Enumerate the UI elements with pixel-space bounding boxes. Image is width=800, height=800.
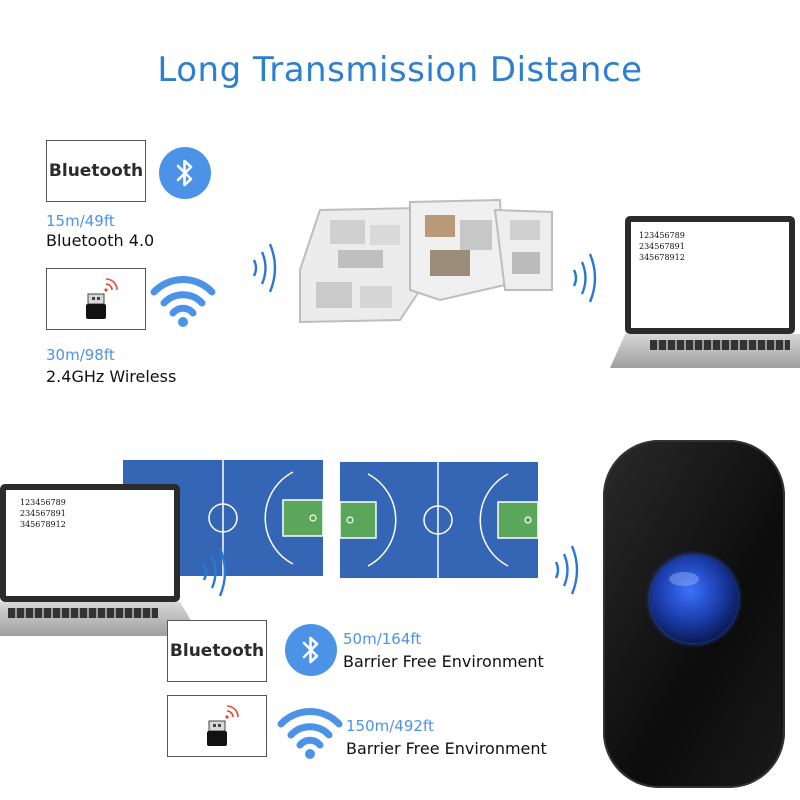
usb-dongle-box	[46, 268, 146, 330]
bluetooth-label-box: Bluetooth	[167, 620, 267, 682]
bluetooth-environment: Barrier Free Environment	[343, 652, 544, 671]
bluetooth-version: Bluetooth 4.0	[46, 231, 155, 250]
wireless-distance: 30m/98ft	[46, 346, 115, 364]
page-title: Long Transmission Distance	[157, 50, 643, 90]
wifi-icon	[277, 708, 343, 759]
barcode-scanner-image	[603, 440, 785, 788]
wifi-icon	[150, 276, 216, 327]
screen-line: 345678912	[20, 520, 66, 529]
screen-line: 123456789	[639, 231, 685, 240]
signal-waves-icon	[252, 243, 277, 293]
screen-line: 123456789	[20, 498, 66, 507]
basketball-court-image	[340, 462, 538, 578]
screen-line: 234567891	[20, 509, 66, 518]
usb-dongle-icon	[207, 705, 239, 746]
bluetooth-icon	[285, 624, 337, 676]
bluetooth-icon	[159, 147, 211, 199]
laptop-keyboard	[0, 602, 200, 636]
usb-dongle-icon	[86, 278, 118, 319]
scan-button	[650, 555, 738, 643]
house-floorplan-image	[299, 198, 553, 324]
signal-waves-icon	[554, 545, 579, 595]
bluetooth-distance: 15m/49ft	[46, 212, 115, 230]
usb-dongle-box	[167, 695, 267, 757]
wireless-label: 2.4GHz Wireless	[46, 367, 177, 386]
bluetooth-label-text: Bluetooth	[169, 641, 265, 661]
laptop-image: 123456789 234567891 345678912	[610, 216, 800, 371]
screen-line: 234567891	[639, 242, 685, 251]
bluetooth-label-box: Bluetooth	[46, 140, 146, 202]
bluetooth-label-text: Bluetooth	[48, 161, 144, 181]
signal-waves-icon	[202, 547, 227, 597]
laptop-keyboard	[610, 334, 800, 368]
bluetooth-distance-long: 50m/164ft	[343, 630, 422, 648]
wireless-environment: Barrier Free Environment	[346, 739, 547, 758]
wireless-distance-long: 150m/492ft	[346, 717, 434, 735]
laptop-screen: 123456789 234567891 345678912	[631, 222, 789, 328]
laptop-image: 123456789 234567891 345678912	[0, 484, 200, 639]
signal-waves-icon	[572, 253, 597, 303]
screen-line: 345678912	[639, 253, 685, 262]
laptop-screen: 123456789 234567891 345678912	[6, 490, 174, 596]
